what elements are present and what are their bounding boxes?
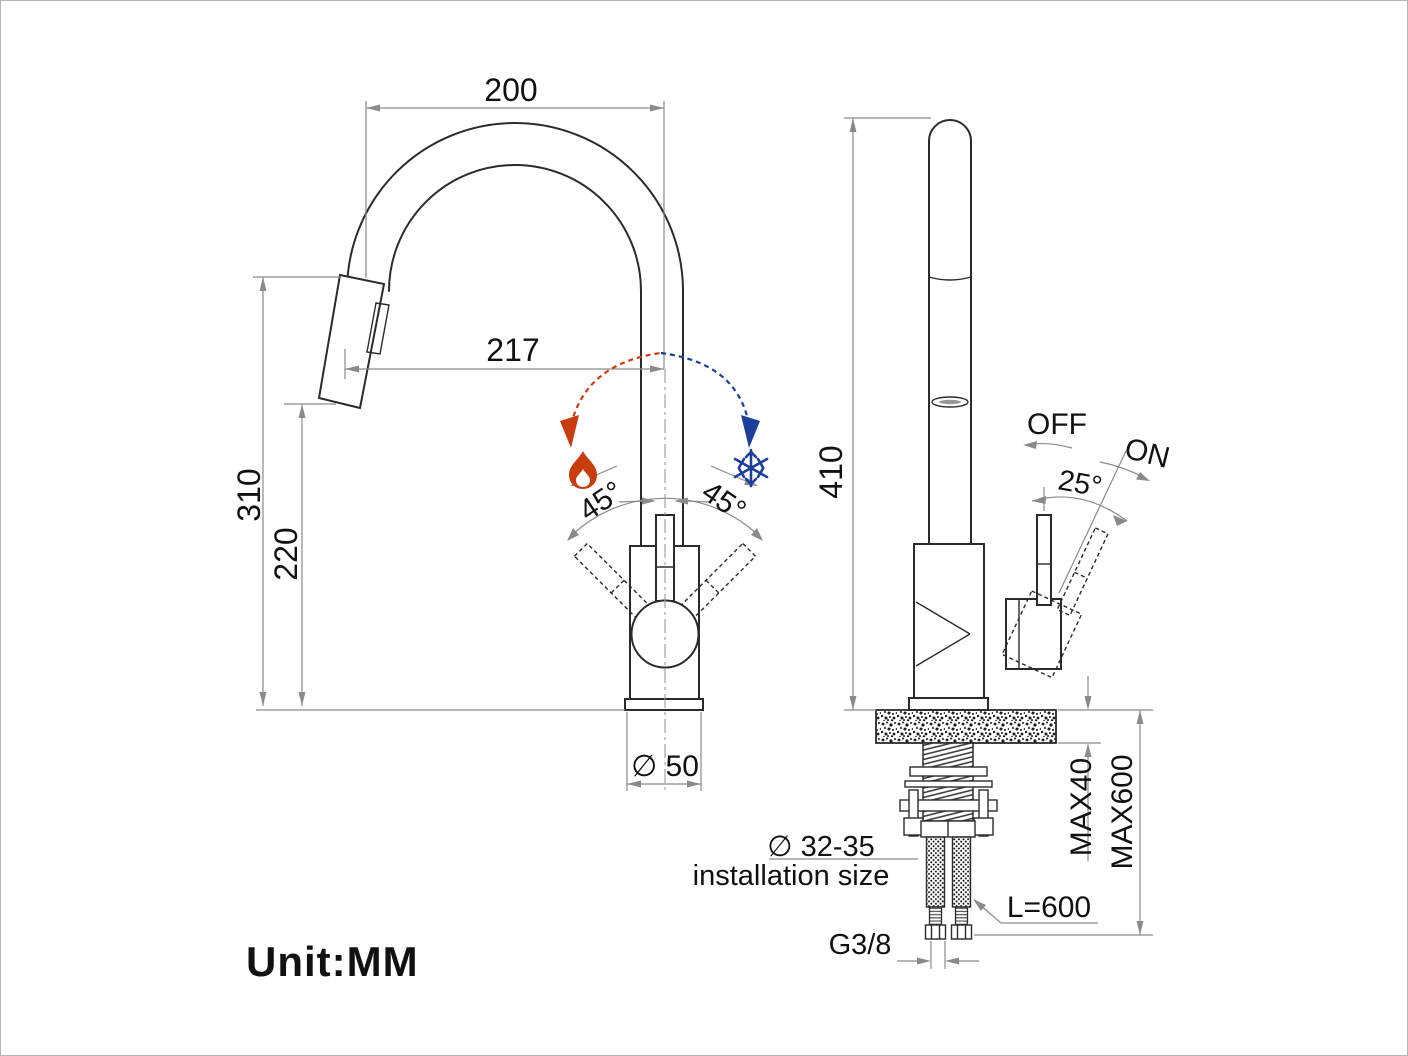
hose-right: [951, 836, 972, 908]
dim-max600-label: MAX600: [1106, 754, 1139, 869]
handle-housing: [1005, 598, 1062, 670]
installation-size-note: ∅ 32-35 installation size: [693, 831, 918, 892]
spray-head: [317, 273, 390, 410]
spout-joint-lower: [915, 633, 971, 667]
spout-column: [928, 119, 972, 545]
dim-base-diameter: ∅ 50: [626, 712, 702, 791]
hot-cold-arc: [560, 351, 769, 489]
on-label: ON: [1121, 432, 1173, 475]
unit-label: Unit:MM: [246, 938, 419, 985]
nut-right: [973, 817, 994, 836]
angle-25-label: 25°: [1056, 464, 1105, 503]
thread-size-note: G3/8: [829, 929, 979, 969]
hot-arrow: [560, 415, 579, 448]
dim-50-label: ∅ 50: [631, 750, 699, 783]
handle-side-on-dashed: [1001, 526, 1109, 679]
spout-joint-upper: [915, 601, 971, 635]
flame-icon: [569, 451, 597, 489]
mounting-hardware: [899, 742, 998, 838]
dim-220: 220: [268, 403, 336, 706]
front-view: 200 217 310 220: [231, 72, 769, 793]
bolt-right: [978, 789, 989, 837]
hose-left: [925, 836, 946, 908]
dim-max40: MAX40: [1058, 676, 1153, 861]
hose-length-label: L=600: [1007, 891, 1091, 924]
spout-outline: [346, 122, 684, 547]
hose-collar-right: [954, 906, 969, 926]
angle-45-right-label: 45°: [696, 475, 752, 528]
countertop-section: [875, 709, 1057, 744]
dim-200-label: 200: [484, 72, 537, 108]
dim-310: 310: [231, 276, 341, 706]
column-joint: [928, 276, 972, 281]
install-dia-label: ∅ 32-35: [767, 831, 875, 863]
bolt-left: [908, 789, 919, 837]
hose-nut-right: [950, 924, 973, 940]
dim-217-label: 217: [486, 332, 539, 368]
spray-button: [366, 302, 390, 355]
nut-left: [903, 817, 924, 836]
dim-310-label: 310: [231, 468, 267, 521]
mounting-bracket: [899, 799, 998, 812]
washer: [909, 766, 988, 777]
dim-217: 217: [344, 332, 664, 379]
dim-410: 410: [813, 117, 931, 711]
snowflake-icon: [733, 448, 769, 488]
thread-label: G3/8: [829, 929, 892, 961]
washer-plate: [904, 780, 993, 788]
dim-410-label: 410: [813, 445, 849, 498]
base-flange-front: [624, 698, 704, 711]
base-flange-side: [908, 697, 989, 711]
side-view: 410 OFF ON 25° MAX40: [693, 117, 1173, 969]
install-text-label: installation size: [693, 860, 890, 892]
hose-collar-left: [928, 906, 943, 926]
dim-220-label: 220: [268, 527, 304, 580]
brand-oval: [931, 396, 969, 408]
cold-arrow: [741, 415, 760, 448]
hose-nut-left: [924, 924, 947, 940]
off-label: OFF: [1027, 408, 1087, 441]
dim-max600: MAX600: [974, 710, 1153, 936]
dim-200: 200: [365, 72, 664, 278]
hose-length-note: L=600: [973, 891, 1098, 924]
handle-side-off: [1036, 514, 1052, 606]
dim-max40-label: MAX40: [1065, 758, 1098, 856]
supply-hoses: [924, 836, 973, 940]
